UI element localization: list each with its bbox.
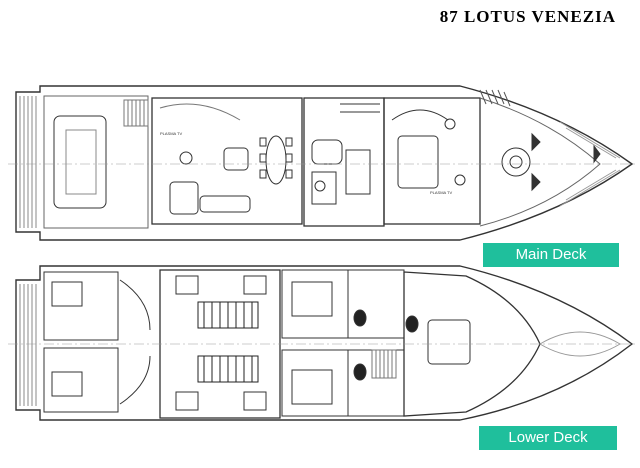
dining-table xyxy=(265,135,287,185)
vip-bed xyxy=(427,319,471,365)
lower-deck-hull xyxy=(15,265,634,421)
head-port xyxy=(347,269,405,339)
main-deck-hull xyxy=(15,85,634,241)
main-deck-label: Main Deck xyxy=(483,243,619,267)
saloon-sofa-aft xyxy=(169,181,199,215)
lower-deck-label: Lower Deck xyxy=(479,426,617,450)
main-deck-plan xyxy=(8,85,636,241)
plasma-tv-label-right: PLASMA TV xyxy=(430,190,452,195)
swim-platform xyxy=(19,96,37,228)
plasma-tv-label-left: PLASMA TV xyxy=(160,131,182,136)
stairs-aft xyxy=(123,99,149,127)
crew-cabin-port xyxy=(43,271,119,341)
crew-cabin-starboard xyxy=(43,347,119,413)
engine-starboard xyxy=(197,355,259,383)
saloon xyxy=(151,97,303,225)
lower-deck-plan xyxy=(8,265,636,421)
wheelhouse xyxy=(383,97,481,225)
anchor-windlass xyxy=(501,147,531,177)
aft-deck xyxy=(43,95,149,229)
aft-sofa xyxy=(53,115,107,209)
yacht-title: 87 LOTUS VENEZIA xyxy=(439,7,616,26)
bow-deck xyxy=(479,97,601,227)
galley xyxy=(303,97,385,227)
saloon-armchair xyxy=(223,147,249,171)
engine-port xyxy=(197,301,259,329)
